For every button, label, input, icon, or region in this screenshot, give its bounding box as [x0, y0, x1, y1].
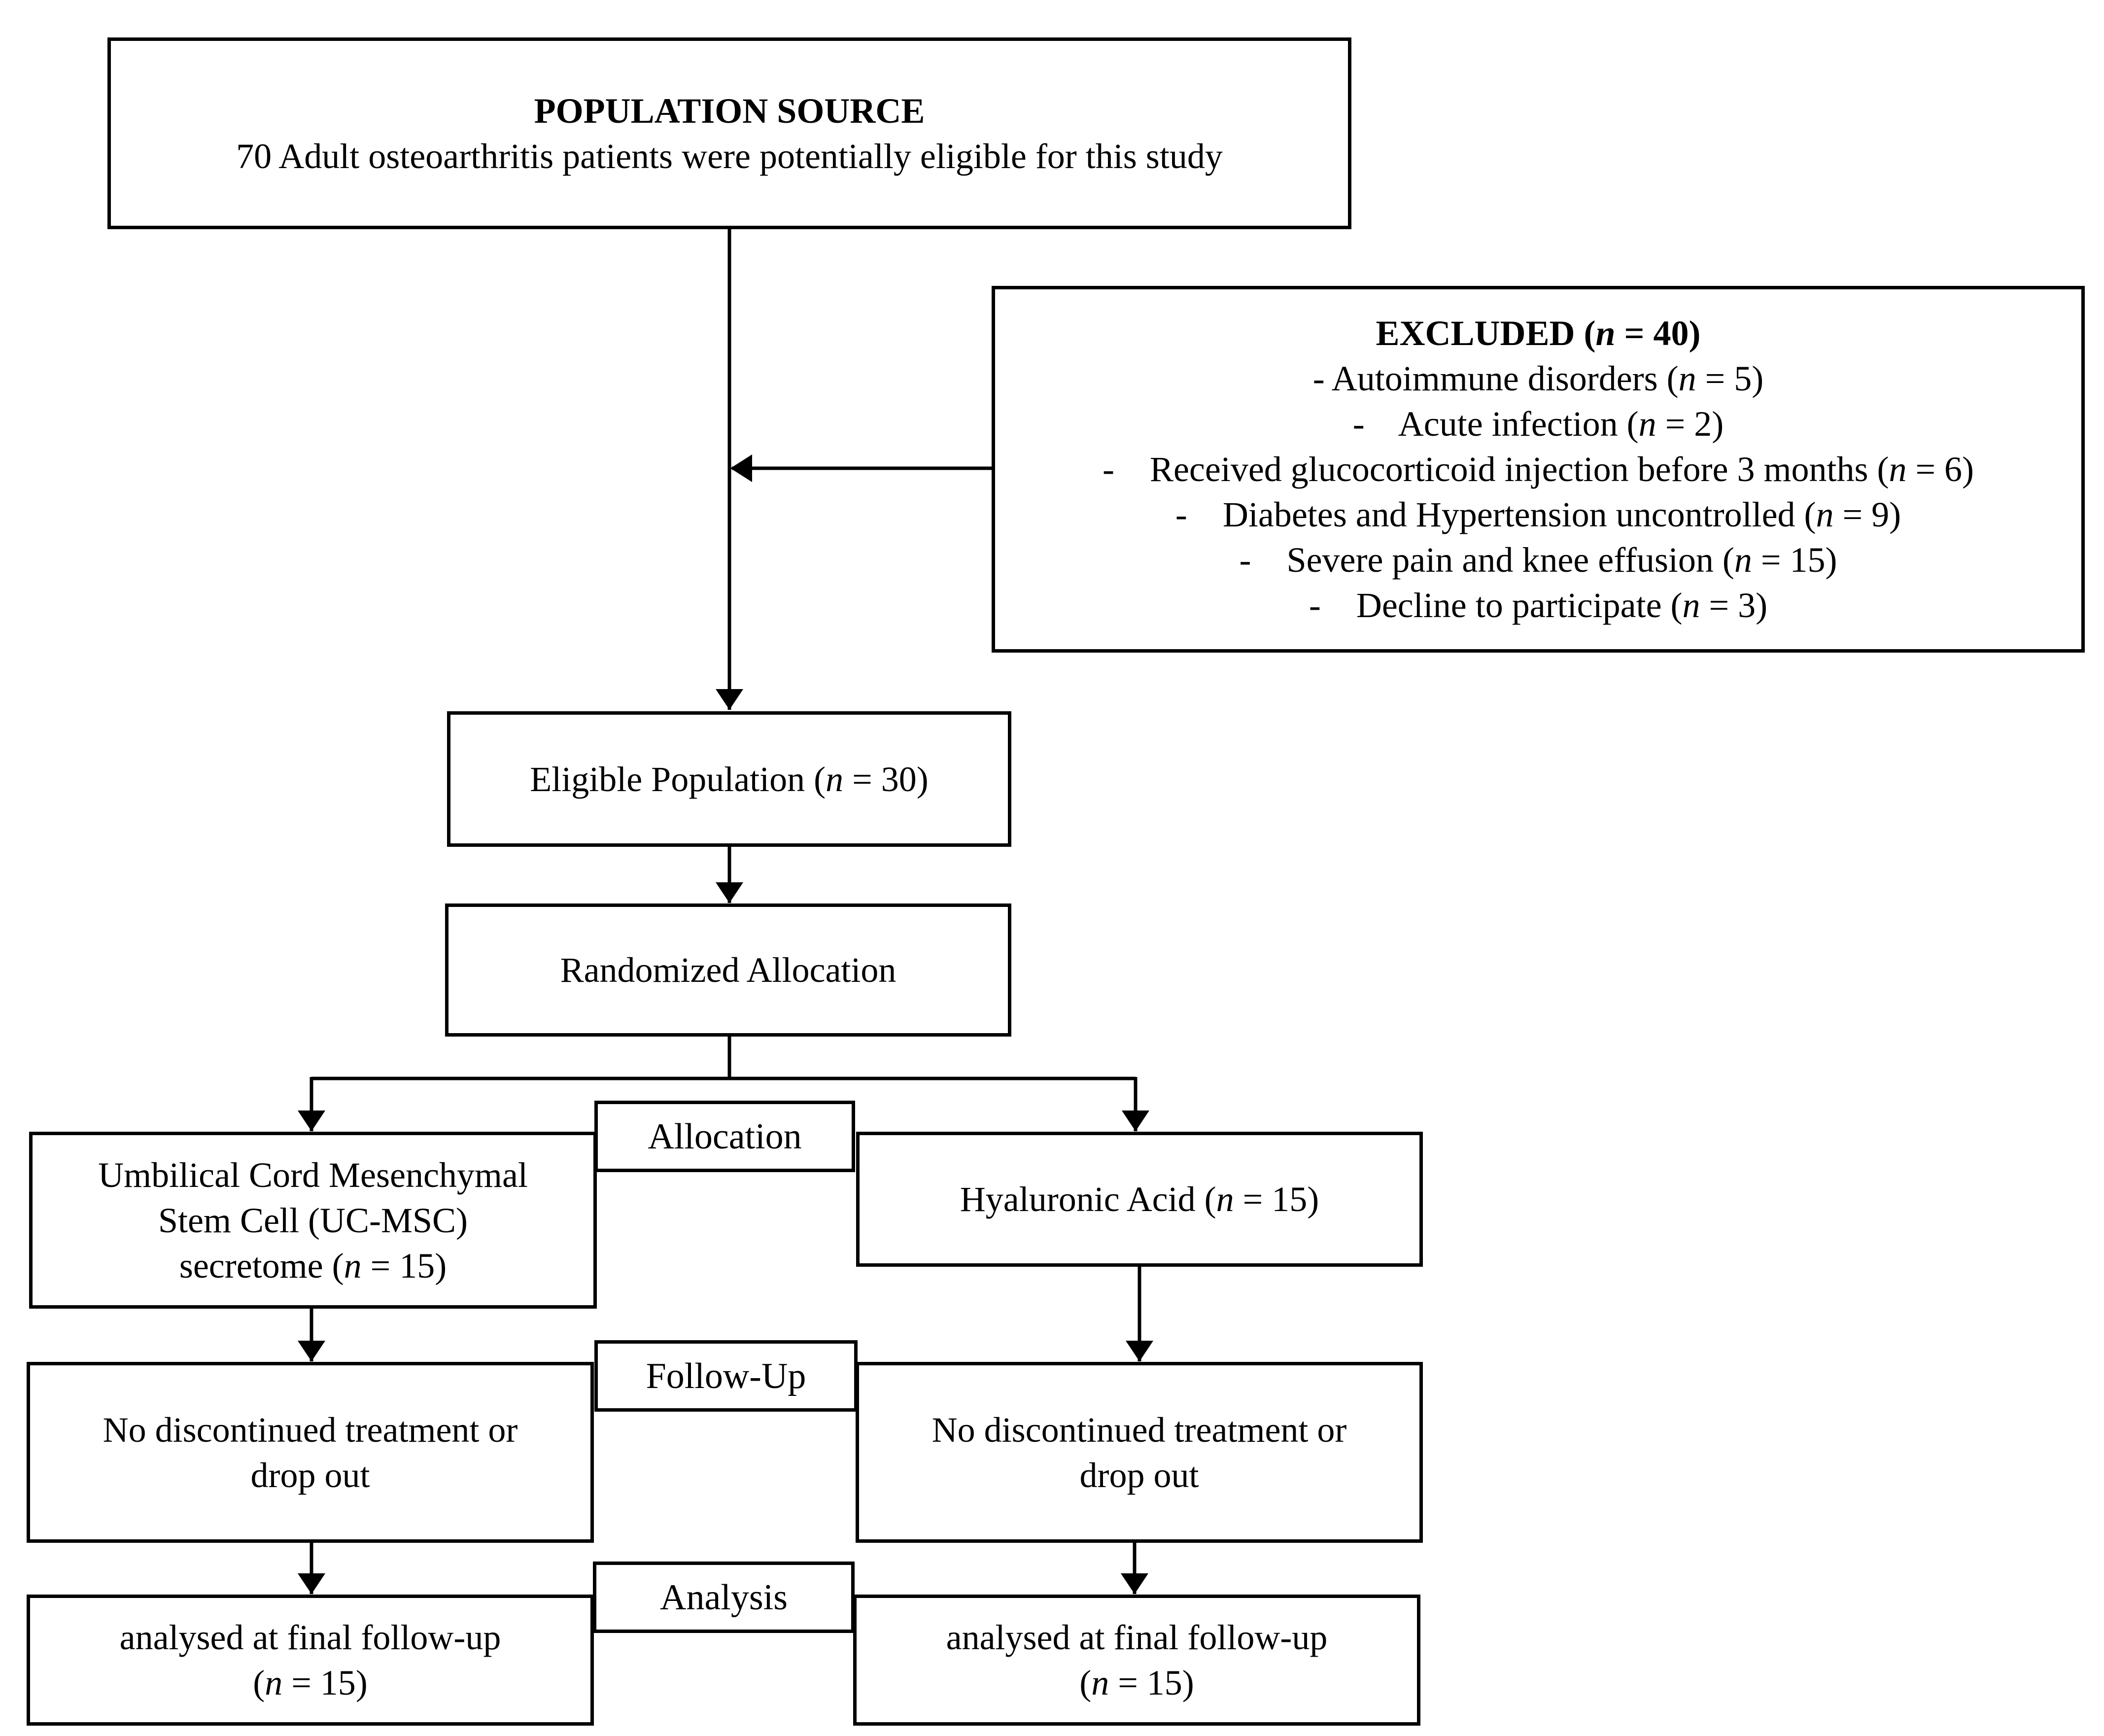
follow-up-stage-label: Follow-Up [594, 1340, 858, 1412]
eligible-population-box: Eligible Population (n = 30) [447, 711, 1011, 847]
left-analysis-box: analysed at final follow-up (n = 15) [27, 1595, 594, 1726]
randomized-allocation-box: Randomized Allocation [445, 903, 1011, 1037]
arrowhead-randomized [716, 882, 743, 903]
excluded-title: EXCLUDED (n = 40) [1376, 313, 1701, 353]
excluded-item: - Decline to participate (n = 3) [1309, 586, 1768, 625]
excluded-item: - Acute infection (n = 2) [1352, 404, 1724, 444]
left-followup-line: drop out [250, 1455, 370, 1495]
right-followup-line: drop out [1079, 1455, 1199, 1495]
arrowhead-main-from-excluded [730, 454, 752, 482]
allocation-stage-label: Allocation [594, 1101, 855, 1172]
eligible-population-text: Eligible Population (n = 30) [530, 759, 929, 799]
right-analysis-line: analysed at final follow-up [946, 1618, 1328, 1657]
arrowhead-left-analysis [298, 1573, 325, 1594]
right-followup-box: No discontinued treatment or drop out [856, 1362, 1423, 1543]
excluded-item: - Diabetes and Hypertension uncontrolled… [1175, 495, 1901, 534]
arrowhead-left-followup [298, 1341, 325, 1361]
left-analysis-line: (n = 15) [253, 1663, 368, 1702]
left-group-box: Umbilical Cord Mesenchymal Stem Cell (UC… [29, 1132, 597, 1309]
arrowhead-right-group [1122, 1111, 1149, 1131]
excluded-item: - Received glucocorticoid injection befo… [1102, 450, 1974, 489]
population-source-title: POPULATION SOURCE [534, 91, 925, 131]
right-followup-line: No discontinued treatment or [931, 1410, 1347, 1450]
arrowhead-right-analysis [1121, 1573, 1148, 1594]
left-group-line: Umbilical Cord Mesenchymal [98, 1155, 528, 1195]
left-group-line: Stem Cell (UC-MSC) [158, 1200, 468, 1240]
left-followup-line: No discontinued treatment or [103, 1410, 518, 1450]
left-group-line: secretome (n = 15) [179, 1246, 447, 1285]
population-source-text: 70 Adult osteoarthritis patients were po… [236, 136, 1223, 176]
left-followup-box: No discontinued treatment or drop out [27, 1362, 594, 1543]
population-source-box: POPULATION SOURCE 70 Adult osteoarthriti… [107, 37, 1351, 229]
right-analysis-line: (n = 15) [1079, 1663, 1194, 1702]
arrowhead-eligible [716, 689, 743, 710]
excluded-item: - Severe pain and knee effusion (n = 15) [1239, 540, 1837, 580]
analysis-stage-label: Analysis [593, 1562, 855, 1633]
right-group-text: Hyaluronic Acid (n = 15) [960, 1180, 1319, 1219]
excluded-box: EXCLUDED (n = 40) - Autoimmune disorders… [992, 286, 2085, 653]
excluded-item: - Autoimmune disorders (n = 5) [1312, 359, 1764, 398]
right-group-box: Hyaluronic Acid (n = 15) [856, 1132, 1423, 1267]
right-analysis-box: analysed at final follow-up (n = 15) [853, 1595, 1420, 1726]
arrowhead-right-followup [1126, 1341, 1153, 1361]
randomized-allocation-text: Randomized Allocation [560, 950, 897, 990]
arrowhead-left-group [298, 1111, 325, 1131]
left-analysis-line: analysed at final follow-up [119, 1618, 501, 1657]
